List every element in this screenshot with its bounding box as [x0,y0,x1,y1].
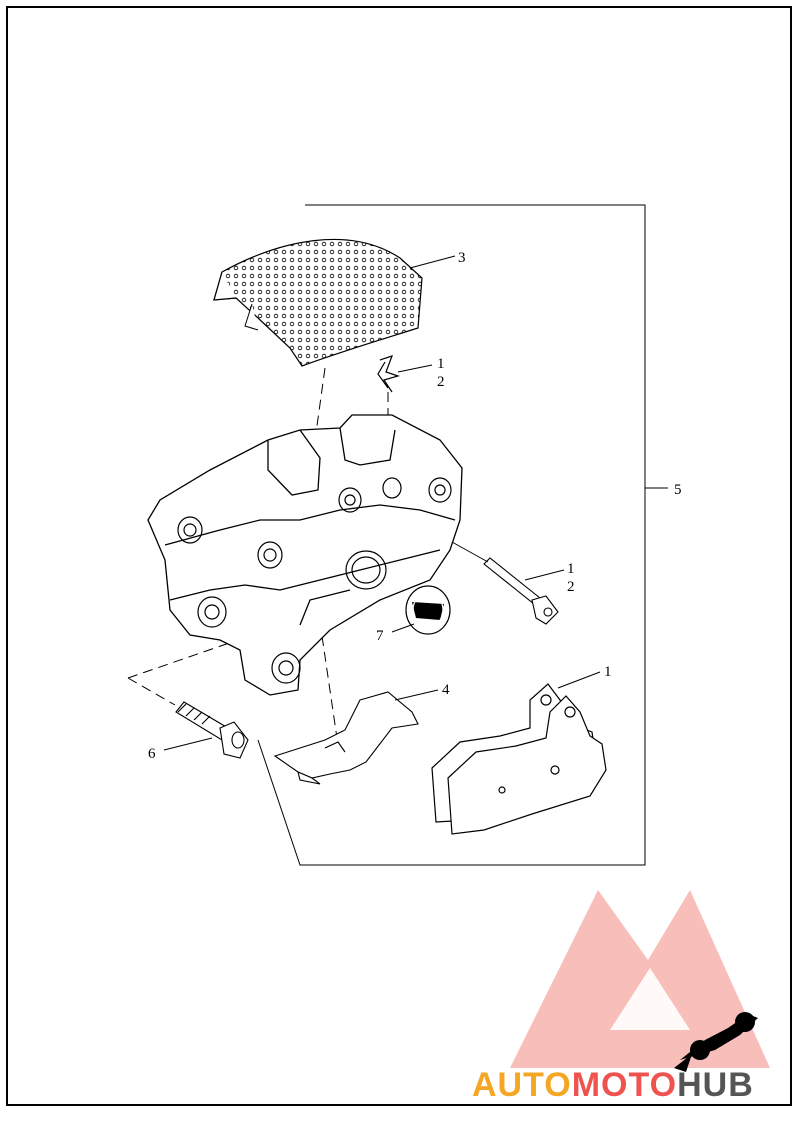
pad-pin [483,557,559,625]
watermark-moto: MOTO [572,1066,677,1104]
callout-5: 5 [674,482,682,498]
callout-3: 3 [458,250,466,266]
callout-6: 6 [148,746,156,762]
assembly-lines [127,367,389,746]
callout-1-clip: 1 [437,356,445,372]
caliper-bores [177,477,452,684]
caliper-bolt [175,701,249,759]
heat-shield [213,238,423,367]
motorcycle-icon [674,1012,758,1072]
callout-2-clip: 2 [437,374,445,390]
diagram-frame [6,6,792,1106]
pin-clip [377,355,401,393]
callout-1-pin: 1 [567,561,575,577]
brake-pads [431,683,607,835]
pad-spring [273,691,419,785]
callout-4: 4 [442,682,450,698]
callout-labels: 3 1 2 5 1 2 7 4 1 6 [148,250,682,762]
watermark-logo: AUTOMOTOHUB [472,890,770,1104]
svg-text:AUTOMOTOHUB: AUTOMOTOHUB [472,1066,754,1104]
callout-1-pads: 1 [604,664,612,680]
callout-7: 7 [376,628,384,644]
callout-2-pin: 2 [567,579,575,595]
leader-lines [163,255,601,751]
watermark-auto: AUTO [472,1066,572,1104]
medallion [405,585,451,635]
watermark-hub: HUB [677,1066,754,1104]
caliper-body [147,414,463,696]
kit-bracket [257,204,668,866]
